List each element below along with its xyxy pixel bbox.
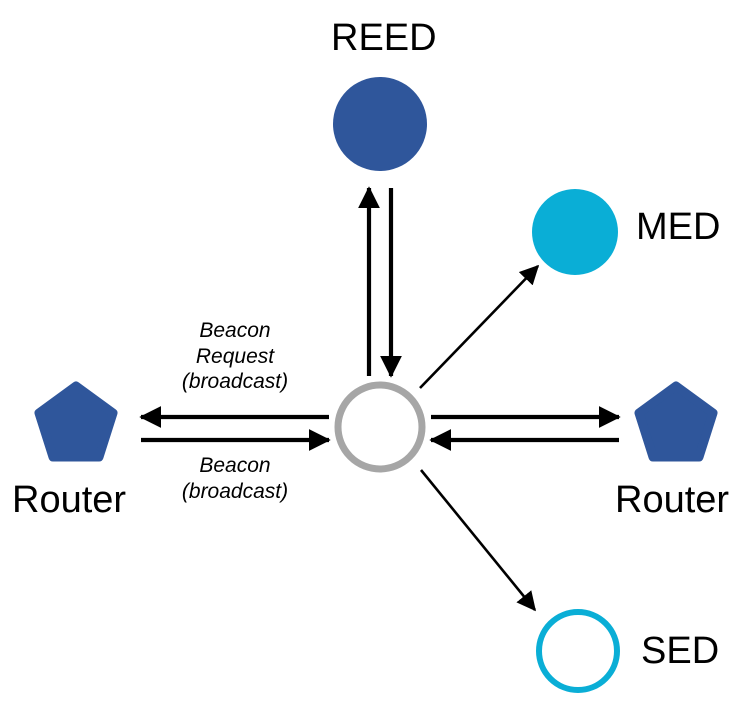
node-router-right-shape [634, 381, 718, 462]
node-center-shape [334, 381, 426, 473]
edge-center-to-sed [419, 469, 537, 612]
node-sed-shape [536, 609, 620, 693]
node-label-med: MED [636, 206, 721, 248]
edge-center-to-med [419, 264, 540, 389]
node-label-router-right: Router [615, 479, 730, 521]
edge-label-beacon-request: Beacon Request (broadcast) [181, 319, 289, 394]
node-label-sed: SED [641, 630, 720, 672]
node-label-reed: REED [331, 17, 437, 59]
node-med-shape [532, 189, 618, 275]
node-router-left-shape [34, 381, 118, 462]
node-reed-shape [333, 77, 427, 171]
edge-label-beacon: Beacon (broadcast) [181, 454, 289, 503]
node-label-router-left: Router [12, 479, 127, 521]
